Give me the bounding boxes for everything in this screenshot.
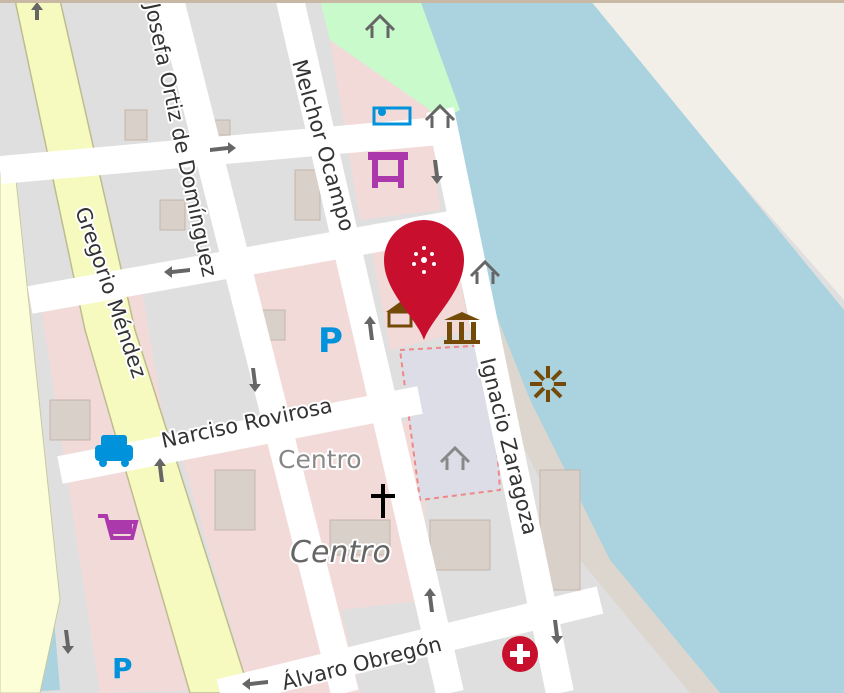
museum-icon[interactable] [444,312,480,344]
shelter-icon[interactable] [364,13,396,38]
shop-icon[interactable] [98,514,139,540]
park-area [320,0,460,120]
church-icon[interactable] [371,484,395,518]
shelter-icon[interactable] [424,103,456,128]
parking-icon[interactable]: P [318,321,343,361]
svg-text:P: P [112,652,133,685]
marker-pin-icon[interactable] [384,220,464,340]
shelter-icon[interactable] [439,445,471,470]
parking-icon[interactable]: P [112,652,133,685]
oneway-arrows [31,2,563,690]
map-top-edge [0,0,844,3]
hotel-icon[interactable] [372,106,412,126]
viewpoint-icon[interactable] [530,366,566,402]
district-label: Centro [290,535,391,570]
pharmacy-icon[interactable] [502,636,538,672]
market-icon[interactable] [368,152,408,188]
taxi-icon[interactable] [95,435,133,467]
shelter-icon[interactable] [469,259,501,284]
svg-text:P: P [318,321,343,361]
neighbourhood-label: Centro [278,445,362,474]
river [420,0,844,693]
main-plaza [398,343,502,502]
